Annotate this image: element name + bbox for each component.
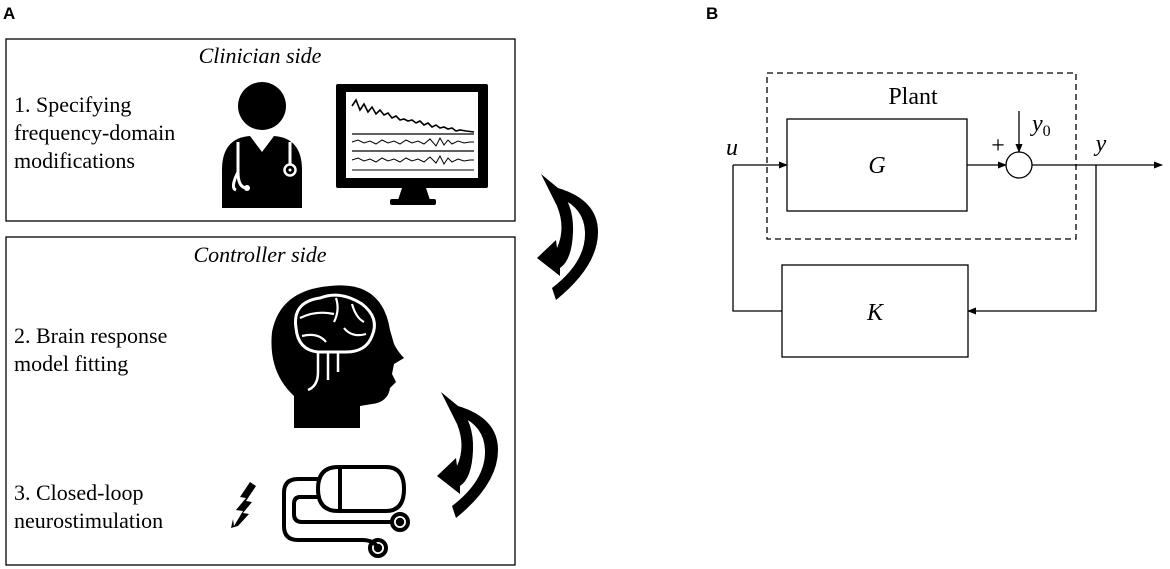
summing-junction (1005, 151, 1033, 179)
feedback-line (967, 165, 1097, 315)
lightning-icon (231, 482, 256, 528)
clinician-box: Clinician side 1. Specifying frequency-d… (5, 38, 516, 222)
y-label: y (1094, 131, 1107, 157)
monitor-eeg-icon (336, 84, 488, 205)
controller-title: Controller side (193, 242, 326, 267)
panel-b-letter: B (706, 4, 718, 23)
curved-arrow-icon-1 (537, 174, 598, 300)
k-label: K (866, 300, 885, 326)
step3-line1: 3. Closed-loop (14, 480, 144, 505)
step1-line3: modifications (14, 148, 135, 173)
plant-label: Plant (888, 84, 938, 110)
plant-boundary (766, 72, 1077, 240)
step1-line2: frequency-domain (14, 120, 175, 145)
block-diagram: Plant G K + u y y0 (726, 72, 1163, 358)
brain-head-icon (271, 285, 404, 428)
y0-main: y (1030, 111, 1043, 137)
doctor-icon (222, 82, 302, 208)
g-label: G (868, 153, 885, 179)
y0-subscript: 0 (1043, 123, 1051, 140)
k-output-line (732, 165, 782, 312)
step2-line2: model fitting (14, 351, 128, 376)
step2-line1: 2. Brain response (14, 323, 167, 348)
neurostimulator-icon (282, 465, 410, 558)
clinician-title: Clinician side (199, 43, 322, 68)
step1-line1: 1. Specifying (14, 92, 131, 117)
y0-label: y0 (1030, 111, 1051, 140)
plus-sign: + (991, 133, 1005, 159)
panel-a-letter: A (3, 4, 15, 23)
u-label: u (726, 135, 738, 161)
controller-box: Controller side 2. Brain response model … (5, 236, 516, 566)
step3-line2: neurostimulation (14, 508, 163, 533)
curved-arrow-icon-2 (437, 392, 498, 518)
